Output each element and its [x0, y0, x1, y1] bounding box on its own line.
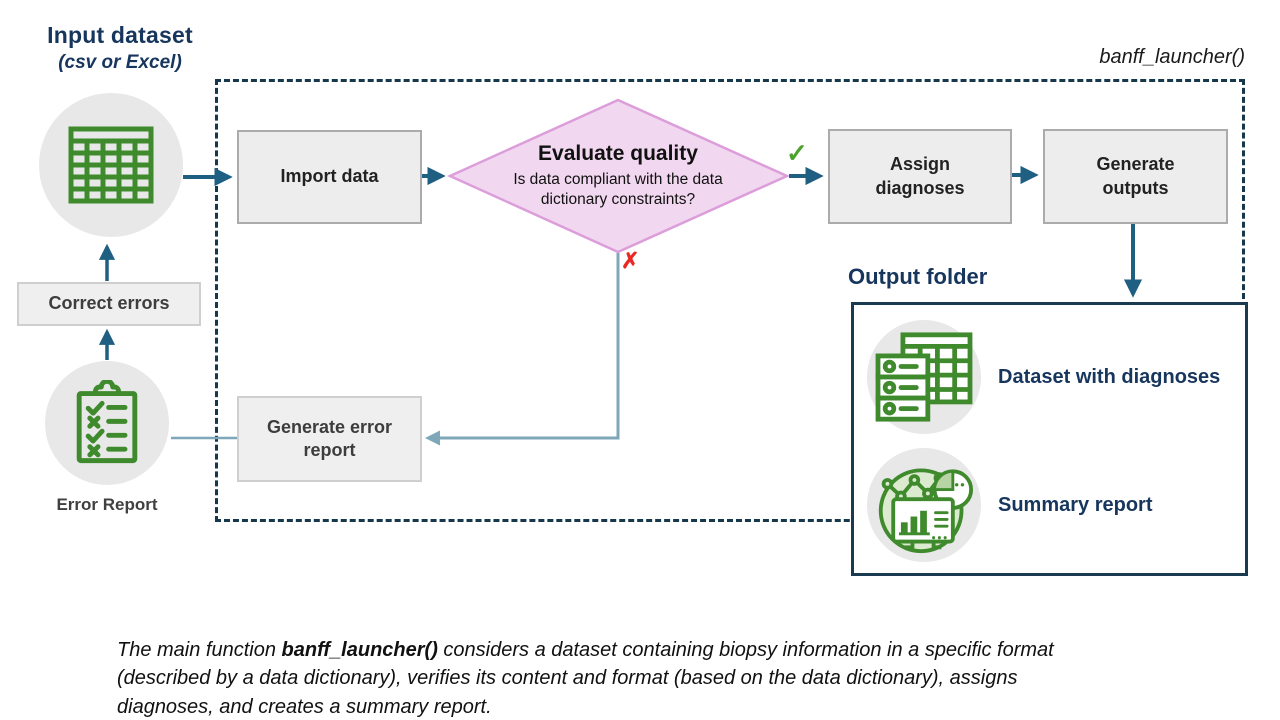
generate-error-report-label: Generate error report	[266, 416, 393, 460]
function-name-label: banff_launcher()	[1099, 46, 1245, 68]
no-cross-icon: ✗	[621, 248, 640, 273]
dataset-table-icon	[875, 332, 973, 422]
spreadsheet-table-icon	[68, 126, 154, 204]
caption-suffix: considers a dataset containing biopsy in…	[117, 639, 1054, 718]
output-item-summary: Summary report	[867, 448, 1153, 562]
banff-launcher-boundary	[215, 79, 1245, 522]
clipboard-checklist-icon	[76, 380, 138, 464]
output-item-dataset-label: Dataset with diagnoses	[998, 365, 1221, 388]
error-report-node	[45, 361, 169, 485]
import-data-label: Import data	[280, 166, 379, 187]
output-folder-box: Dataset with diagnoses	[851, 302, 1248, 576]
input-dataset-heading: Input dataset (csv or Excel)	[20, 22, 220, 74]
generate-error-report-step: Generate error report	[237, 396, 422, 482]
output-item-dataset: Dataset with diagnoses	[867, 320, 1220, 434]
diagram-caption: The main function banff_launcher() consi…	[117, 636, 1087, 720]
summary-chart-icon	[878, 468, 974, 554]
yes-check-icon: ✓	[786, 138, 808, 168]
error-report-label: Error Report	[56, 495, 158, 514]
correct-errors-step: Correct errors	[17, 282, 201, 326]
dataset-icon-circle	[867, 320, 981, 434]
decision-diamond-shape	[446, 98, 791, 254]
import-data-step: Import data	[237, 130, 422, 224]
generate-outputs-step: Generate outputs	[1043, 129, 1228, 224]
caption-function-name: banff_launcher()	[281, 639, 438, 661]
generate-outputs-label: Generate outputs	[1096, 154, 1175, 198]
input-dataset-subtitle: (csv or Excel)	[58, 52, 182, 73]
correct-errors-label: Correct errors	[48, 293, 170, 314]
assign-diagnoses-step: Assign diagnoses	[828, 129, 1012, 224]
output-item-summary-label: Summary report	[998, 493, 1153, 516]
output-folder-title: Output folder	[848, 264, 988, 289]
assign-diagnoses-label: Assign diagnoses	[875, 154, 965, 198]
summary-icon-circle	[867, 448, 981, 562]
input-dataset-node	[39, 93, 183, 237]
decision-question: Is data compliant with the data dictiona…	[513, 171, 723, 209]
input-dataset-title: Input dataset	[47, 22, 193, 48]
caption-prefix: The main function	[117, 639, 282, 661]
line-decision-to-errorreport-box	[425, 253, 620, 446]
decision-title: Evaluate quality	[538, 142, 698, 165]
evaluate-quality-decision: Evaluate quality Is data compliant with …	[468, 142, 768, 211]
